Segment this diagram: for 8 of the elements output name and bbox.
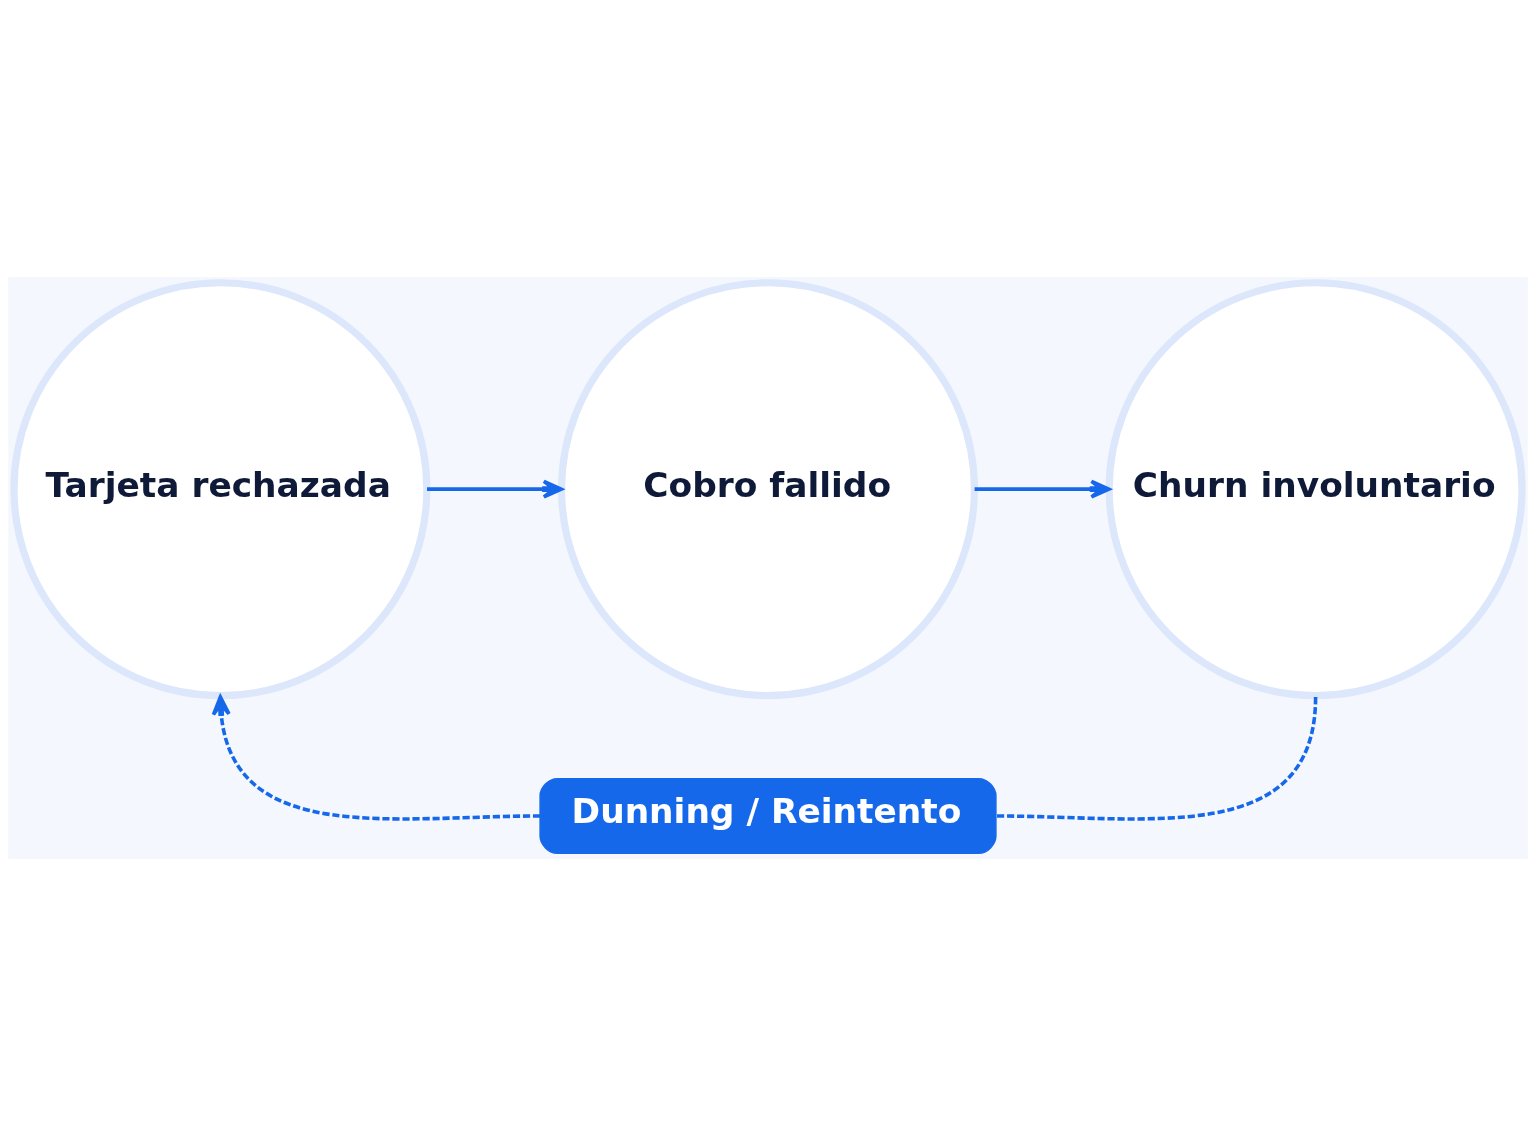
- connector: [995, 696, 1318, 821]
- arrow: [427, 479, 563, 499]
- node-circle: Tarjeta rechazada: [10, 279, 431, 700]
- arrow: [211, 695, 541, 821]
- node-circle: Cobro fallido: [558, 279, 978, 700]
- node-circle: Churn involuntario: [1105, 279, 1526, 700]
- node-box: Dunning / Reintento: [539, 778, 997, 854]
- arrow: [974, 479, 1111, 499]
